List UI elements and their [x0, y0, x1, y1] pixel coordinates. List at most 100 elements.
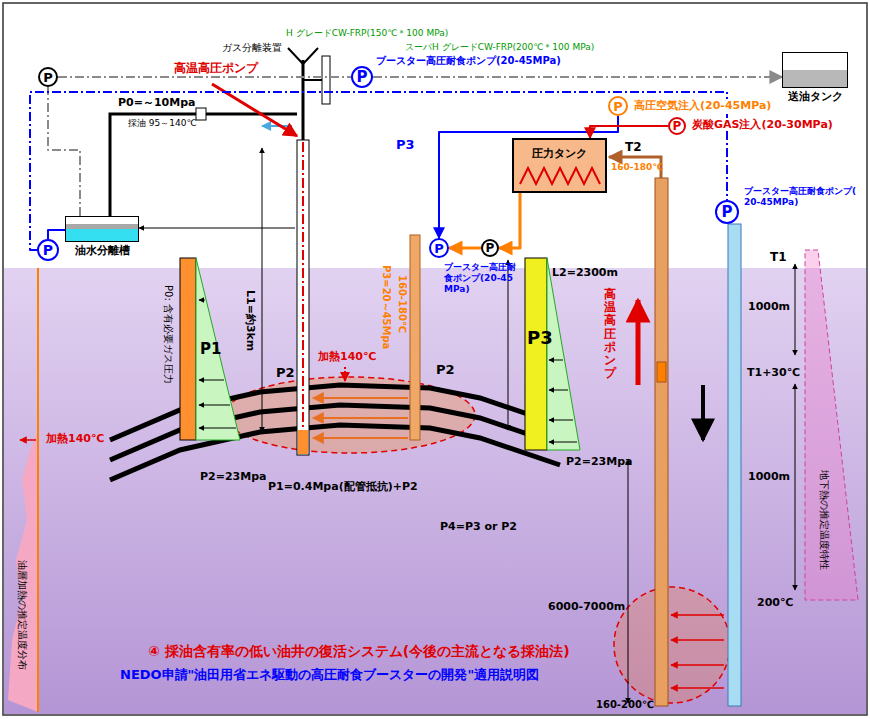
- gas-injection-line: [590, 126, 668, 138]
- booster-pump-symbol: P: [37, 239, 59, 261]
- gas-separator: [322, 56, 330, 104]
- temperature-value: 160-180℃: [611, 162, 663, 173]
- flow-arrow: [701, 385, 705, 440]
- hot-fluid-line: [499, 193, 520, 248]
- pump-label: 高温高圧ポンプ: [604, 288, 616, 380]
- heat-arrow: [671, 614, 724, 616]
- tank-name: 油水分離槽: [65, 242, 139, 258]
- oil-water-separator: 油水分離槽: [65, 216, 139, 258]
- dimension-line: [508, 260, 509, 430]
- device-label: ガス分離装置: [222, 42, 282, 54]
- pump-letter: P: [673, 120, 682, 132]
- pressure-formula: P4=P3 or P2: [440, 520, 517, 533]
- dimension-line: [795, 384, 796, 590]
- heating-label: 加熱140℃: [318, 350, 376, 363]
- pressure-tank-fill: [512, 138, 607, 193]
- pressure-arrow: [199, 380, 224, 381]
- heating-distribution: [8, 430, 38, 712]
- pump-letter: P: [722, 205, 733, 220]
- frame: [3, 3, 867, 715]
- hot-fluid-line: [449, 247, 481, 250]
- pressure-arrow: [549, 360, 563, 361]
- temperature-value: 160-180℃: [396, 275, 408, 333]
- pump-letter: P: [434, 242, 444, 255]
- pump-label: ブースター高圧耐食ポンプ(20-45MPa): [376, 55, 561, 67]
- geothermal-well: [655, 178, 668, 706]
- pressure-tank: 圧力タンク: [512, 138, 607, 193]
- pump-letter: P: [357, 70, 368, 85]
- gas-pump-symbol: P: [668, 117, 686, 135]
- heat-arrow: [344, 367, 346, 381]
- stratum: [110, 425, 560, 480]
- injection-well: [410, 235, 420, 440]
- heat-arrow: [671, 687, 724, 689]
- figure-title: ④ 採油含有率の低い油井の復活システム(今後の主流となる採油法): [148, 643, 570, 660]
- dimension-label: 6000-7000m: [548, 600, 625, 613]
- dimension-line: [628, 460, 629, 703]
- dimension-label: 1000m: [748, 470, 790, 483]
- pressure-arrow: [199, 428, 236, 429]
- production-well: [297, 140, 309, 455]
- water-injection-well: [728, 224, 741, 706]
- pressure-bar: [525, 258, 547, 450]
- pressure-name: P3: [527, 327, 553, 349]
- temperature-value: T1+30℃: [747, 366, 800, 379]
- pressure-name: P1: [200, 340, 221, 358]
- injection-label: 高圧空気注入(20-45MPa): [632, 99, 773, 112]
- tank-name: 送油タンク: [782, 88, 848, 104]
- water-line: [48, 230, 65, 239]
- flow-note: 採油 95～140℃: [128, 118, 197, 129]
- injection-label: 炭酸GAS注入(20-30MPa): [690, 118, 835, 131]
- heat-arrow: [671, 664, 724, 666]
- curve-label: 油層加熱の推定温度分布: [16, 560, 28, 670]
- heat-arrow: [20, 439, 36, 441]
- temperature-profile: [805, 250, 858, 600]
- heating-coil: [520, 168, 600, 184]
- water-return-line: [30, 92, 727, 250]
- flow-arrow: [313, 417, 408, 419]
- pressure-arrow: [549, 420, 573, 421]
- gas-separator: [288, 48, 318, 64]
- temperature-name: T2: [625, 140, 642, 154]
- pump-label: ブースター高圧耐食ポンプ(20-45MPa): [744, 186, 862, 208]
- air-pump-symbol: P: [608, 96, 628, 116]
- wellhead-pipe: [302, 60, 305, 140]
- air-injection-line: [439, 116, 618, 238]
- booster-pump-symbol: P: [351, 66, 373, 88]
- pump-label: 高温高圧ポンプ: [172, 61, 260, 75]
- pump-symbol: P: [481, 239, 499, 257]
- heat-arrow: [671, 639, 724, 641]
- temperature-value: 200℃: [757, 596, 793, 609]
- pressure-formula: P1=0.4Mpa(配管抵抗)+P2: [268, 480, 418, 493]
- pressure-note: P0: 含有必要ガス圧力: [162, 285, 174, 384]
- pressure-triangle: [196, 258, 240, 440]
- oil-pipe: [110, 114, 297, 216]
- flow-arrow: [313, 437, 408, 439]
- temperature-name: T1: [770, 250, 787, 264]
- booster-pump-symbol: P: [429, 238, 449, 258]
- pressure-triangle: [547, 258, 580, 450]
- dimension-line: [795, 264, 796, 355]
- pressure-name: P3: [396, 137, 415, 153]
- pressure-value: P2=23Mpa: [200, 470, 266, 483]
- pressure-value: P2=23Mpa: [566, 455, 632, 468]
- temperature-value: 160-200℃: [596, 699, 654, 711]
- pressure-bar: [180, 258, 196, 440]
- pressure-arrow: [199, 405, 230, 406]
- downhole-pump: [657, 362, 666, 382]
- geothermal-zone: [614, 587, 730, 703]
- oil-transfer-line: [58, 76, 351, 78]
- pump-letter: P: [486, 242, 495, 254]
- valve: [196, 108, 206, 120]
- pressure-name: P2: [436, 362, 455, 378]
- dimension-line: [262, 148, 263, 432]
- heating-label: 加熱140℃: [46, 432, 104, 445]
- booster-pump-symbol: P: [715, 200, 739, 224]
- pump-letter: P: [43, 243, 53, 257]
- gas-separator: [303, 79, 322, 81]
- figure-caption: NEDO申請"油田用省エネ駆動の高圧耐食ブースターの開発"適用説明図: [120, 667, 539, 683]
- oil-transfer-line: [48, 87, 80, 216]
- oil-shipping-tank: 送油タンク: [782, 52, 848, 104]
